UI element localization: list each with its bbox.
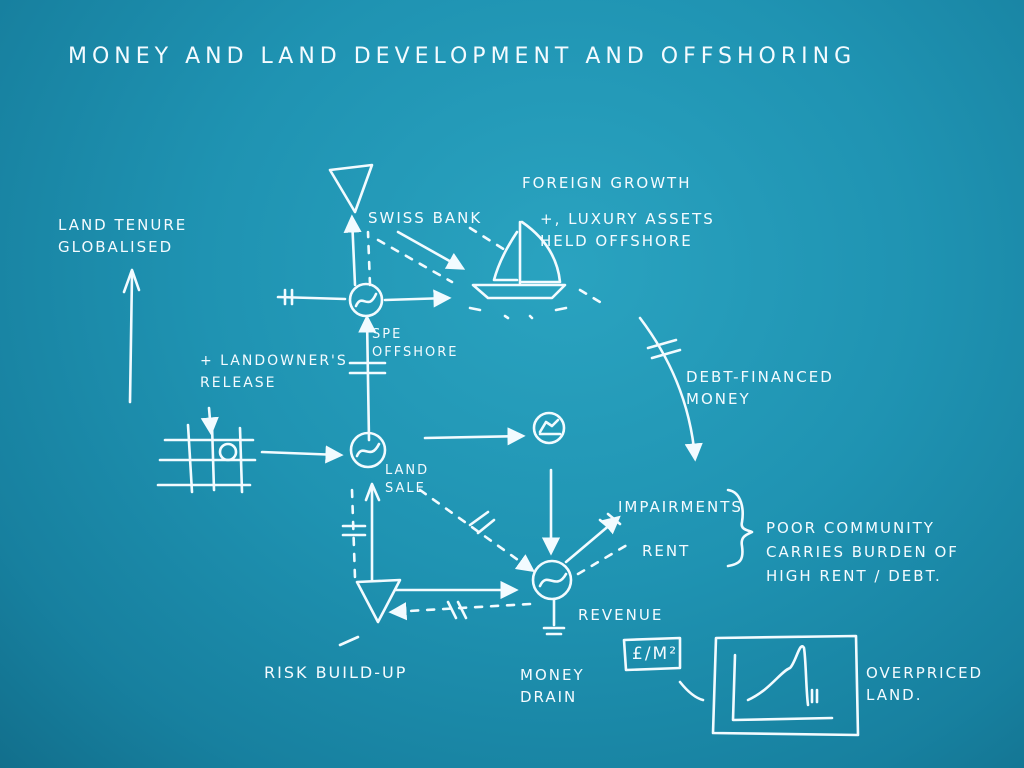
spe-offshore-label: SPE OFFSHORE xyxy=(372,327,459,360)
swiss-bank-label: SWISS BANK xyxy=(368,209,483,227)
land-tenure-arrow xyxy=(122,268,141,404)
foreign-growth-label: FOREIGN GROWTH xyxy=(522,174,692,192)
spe-upward-arrow xyxy=(348,314,387,442)
debt-financed-label: DEBT-FINANCED MONEY xyxy=(686,368,834,408)
land-sale-node xyxy=(260,427,526,469)
swiss-bank-funnel xyxy=(328,163,374,214)
rent-label: RENT xyxy=(642,542,691,560)
spe-offshore-node xyxy=(348,282,384,318)
poor-community-label: POOR COMMUNITY CARRIES BURDEN OF HIGH RE… xyxy=(766,519,959,585)
risk-buildup-label: RISK BUILD-UP xyxy=(264,663,408,682)
land-sale-label: LAND SALE xyxy=(385,463,430,496)
yacht-icon xyxy=(468,220,602,320)
diagram-title: MONEY AND LAND DEVELOPMENT AND OFFSHORIN… xyxy=(68,44,857,69)
impairments-label: IMPAIRMENTS xyxy=(618,498,743,516)
house-icon xyxy=(532,411,566,445)
price-unit-label: £/m² xyxy=(632,644,679,664)
land-tenure-label: LAND TENURE GLOBALISED xyxy=(58,216,188,256)
landowners-release-label: + LANDOWNER'S RELEASE xyxy=(200,353,348,391)
revenue-node xyxy=(388,468,634,636)
overpriced-land-label: OVERPRICED LAND. xyxy=(866,664,984,704)
brace xyxy=(726,488,754,568)
risk-buildup-funnel xyxy=(338,482,402,647)
revenue-label: REVENUE xyxy=(578,606,664,624)
money-drain-label: MONEY DRAIN xyxy=(520,666,585,706)
price-per-sqm-box xyxy=(622,636,705,702)
overpriced-land-chart xyxy=(711,634,860,737)
luxury-assets-label: +, LUXURY ASSETS HELD OFFSHORE xyxy=(540,210,715,250)
debt-financed-arrow xyxy=(638,316,703,462)
swiss-bank-flow-arrows xyxy=(276,214,507,308)
land-parcel-grid xyxy=(156,406,257,494)
